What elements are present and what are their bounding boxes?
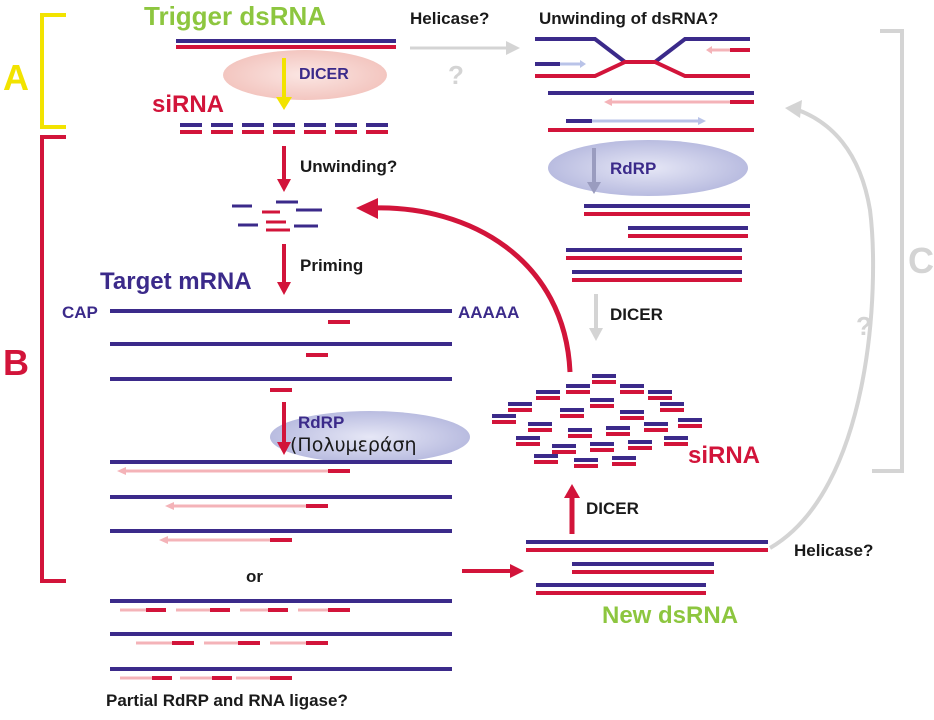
polya-label: AAAAA: [458, 303, 520, 322]
question-mark-right: ?: [856, 311, 872, 341]
dicer-label-top: DICER: [299, 66, 349, 83]
sirna-cluster-right: [492, 374, 702, 468]
or-label: or: [246, 567, 263, 586]
sirna-duplexes-top: [180, 123, 388, 134]
dicer-arrow-up: [564, 484, 580, 534]
dicer-arrow-yellow: [276, 58, 292, 110]
rdrp-enzyme-left: [270, 411, 470, 463]
question-mark-top: ?: [448, 60, 464, 90]
cap-label: CAP: [62, 303, 98, 322]
helicase-arrow-top: [410, 41, 520, 55]
unwound-sirna-strands: [232, 200, 322, 232]
target-mrna-primed: [110, 309, 452, 392]
rdrp-arrow-right: [587, 148, 601, 194]
bracket-a: [40, 13, 66, 129]
dicer-enzyme-top: [223, 50, 387, 100]
unwinding-dsrna-duplex: [535, 37, 750, 78]
rdrp-extended-products: [110, 460, 452, 544]
new-dsrna-duplex: [526, 540, 768, 595]
bracket-b: [40, 135, 66, 583]
rdrp-greek-label: (Πολυμεράση: [290, 434, 417, 456]
bracket-c-label: C: [908, 240, 934, 281]
helicase-return-curve-arrow: [768, 100, 876, 550]
partial-rdrp-label: Partial RdRP and RNA ligase?: [106, 691, 348, 710]
trigger-dsrna-duplex: [176, 39, 396, 49]
rdrp-label-left: RdRP: [298, 413, 345, 432]
rdrp-arrow-left: [277, 402, 291, 455]
helicase-label-bottom: Helicase?: [794, 541, 874, 560]
rdrp-label-right: RdRP: [610, 159, 657, 178]
amplification-curve-arrow: [356, 198, 573, 373]
bracket-c: [872, 29, 904, 473]
helicase-label-top: Helicase?: [410, 9, 490, 28]
target-mrna-label: Target mRNA: [100, 268, 252, 295]
bracket-a-label: A: [3, 57, 29, 98]
dsrna-stack-right: [566, 204, 750, 282]
priming-arrow: [277, 244, 291, 295]
partial-rdrp-products: [110, 599, 452, 680]
priming-label: Priming: [300, 256, 364, 275]
dicer-label-right: DICER: [610, 305, 663, 324]
unwinding-dsrna-label: Unwinding of dsRNA?: [539, 9, 719, 28]
sirna-label-right: siRNA: [688, 442, 761, 469]
trigger-dsrna-label: Trigger dsRNA: [144, 1, 327, 31]
unwound-strand-pair: [548, 91, 754, 132]
dicer-arrow-right: [589, 294, 603, 341]
dicer-label-bottom: DICER: [586, 499, 639, 518]
new-dsrna-label: New dsRNA: [602, 602, 739, 629]
to-new-dsrna-arrow: [462, 564, 524, 578]
unwinding-arrow: [277, 146, 291, 192]
unwinding-label: Unwinding?: [300, 157, 398, 176]
sirna-label-top: siRNA: [152, 91, 225, 118]
bracket-b-label: B: [3, 342, 29, 383]
